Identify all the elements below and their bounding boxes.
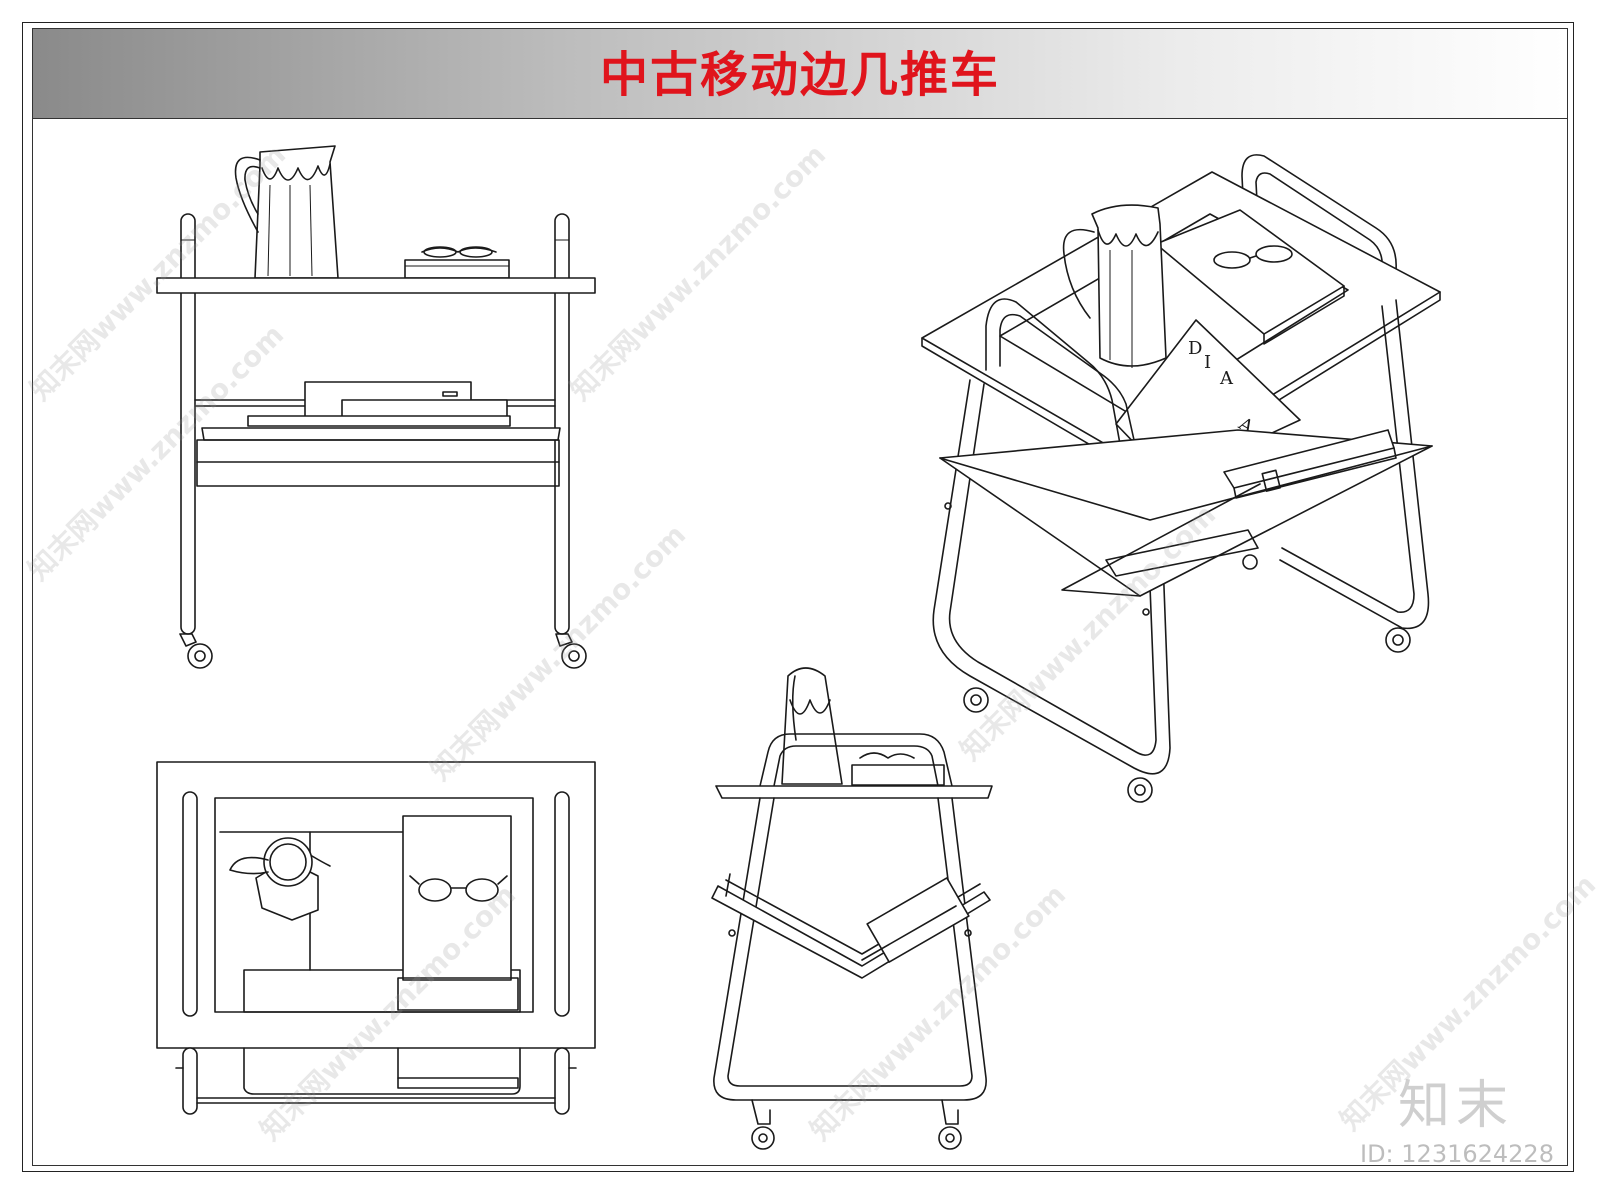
- title-bar: [33, 29, 1567, 119]
- right-post: [555, 214, 569, 634]
- plan-top-surface: [157, 762, 595, 1048]
- front-glasses-icon: [422, 248, 496, 252]
- front-book: [405, 260, 509, 278]
- svg-text:A: A: [1219, 368, 1234, 389]
- plan-glasses-icon: [419, 879, 451, 901]
- front-top-shelf: [157, 278, 595, 293]
- iso-caster-4: [1243, 555, 1257, 569]
- plan-left-rail: [183, 792, 197, 1016]
- front-caster-right: [562, 644, 586, 668]
- pitcher-handle: [236, 157, 261, 232]
- outer-frame: [22, 22, 1574, 1172]
- iso-back-handle: [1242, 155, 1396, 300]
- plan-right-rail: [555, 792, 569, 1016]
- drawing-id: ID: 1231624228: [1360, 1140, 1554, 1168]
- iso-caster-3: [1386, 628, 1410, 652]
- top-plan-view: [157, 762, 595, 1114]
- side-leg-frame: [714, 798, 986, 1100]
- front-lower-shelf: [202, 428, 560, 440]
- isometric-view: D I A A: [922, 155, 1440, 802]
- inner-frame: [32, 28, 1568, 1166]
- iso-pitcher: [1092, 205, 1166, 366]
- side-caster-right: [939, 1127, 961, 1149]
- front-elevation-view: [157, 146, 595, 668]
- svg-text:I: I: [1204, 352, 1211, 373]
- iso-caster-2: [1128, 778, 1152, 802]
- front-caster-left: [188, 644, 212, 668]
- iso-front-handle: [986, 299, 1120, 444]
- iso-glasses-icon: [1214, 252, 1250, 268]
- iso-caster-1: [964, 688, 988, 712]
- side-pitcher: [782, 668, 842, 784]
- side-elevation-view: [712, 668, 992, 1149]
- sheet-title: 中古移动边几推车: [599, 47, 1000, 103]
- iso-front-leg: [933, 380, 1170, 774]
- brand-logo: 知末: [1398, 1076, 1515, 1136]
- svg-text:D: D: [1188, 338, 1202, 359]
- side-handle: [760, 734, 952, 786]
- side-caster-left: [752, 1127, 774, 1149]
- side-top-tray: [716, 786, 992, 798]
